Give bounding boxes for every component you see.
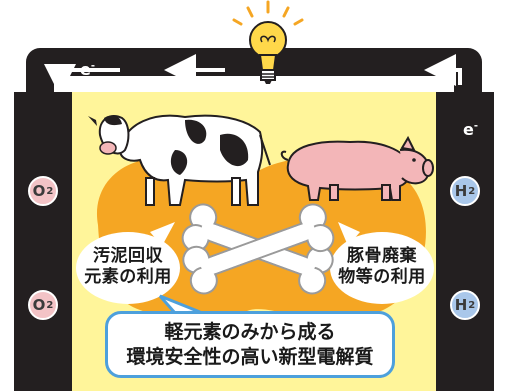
right-bubble-text: 豚骨廃棄 物等の利用 bbox=[332, 246, 432, 289]
electron-flow-arrow bbox=[424, 54, 462, 86]
right-bubble-line: 物等の利用 bbox=[338, 267, 426, 288]
light-bulb-icon bbox=[232, 0, 304, 84]
electron-flow-arrow bbox=[44, 64, 120, 96]
right-bubble-line: 豚骨廃棄 bbox=[347, 246, 417, 266]
anode bbox=[436, 92, 494, 391]
left-bubble-text: 汚泥回収 元素の利用 bbox=[78, 246, 178, 289]
electrolyte-callout: 軽元素のみから成る 環境安全性の高い新型電解質 bbox=[105, 311, 395, 378]
circuit-wire bbox=[26, 48, 482, 95]
bone-icon bbox=[181, 203, 335, 295]
electron-label-right: e- bbox=[463, 120, 479, 139]
callout-line: 軽元素のみから成る bbox=[164, 320, 336, 343]
right-bubble bbox=[330, 232, 434, 304]
electron-label-left: e- bbox=[80, 60, 96, 79]
left-bubble-line: 汚泥回収 bbox=[93, 246, 163, 266]
left-bubble bbox=[76, 232, 180, 304]
cow-icon bbox=[88, 114, 271, 206]
cathode bbox=[14, 92, 72, 391]
left-bubble-line: 元素の利用 bbox=[84, 267, 172, 288]
callout-line: 環境安全性の高い新型電解質 bbox=[126, 345, 374, 368]
pig-icon bbox=[280, 135, 434, 201]
